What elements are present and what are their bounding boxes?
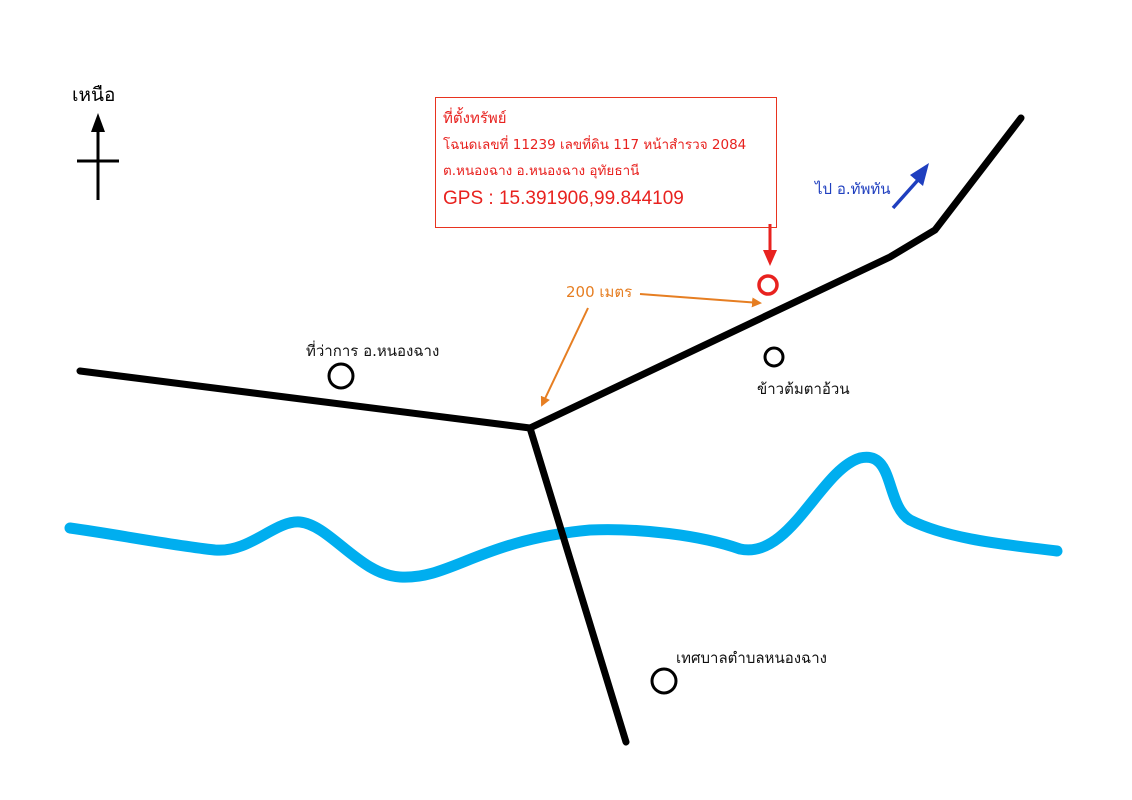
district-office-marker-icon bbox=[327, 362, 355, 390]
direction-arrow-icon bbox=[891, 163, 929, 210]
road-west bbox=[76, 367, 534, 432]
road-south bbox=[526, 424, 630, 746]
info-gps: GPS : 15.391906,99.844109 bbox=[443, 188, 684, 209]
restaurant-label: ข้าวต้มตาอ้วน bbox=[757, 380, 850, 398]
river bbox=[64, 451, 1063, 583]
road-northeast bbox=[526, 114, 1025, 432]
direction-label: ไป อ.ทัพทัน bbox=[815, 180, 891, 198]
info-title: ที่ตั้งทรัพย์ bbox=[443, 109, 507, 127]
property-info-box: ที่ตั้งทรัพย์ โฉนดเลขที่ 11239 เลขที่ดิน… bbox=[435, 97, 777, 228]
distance-arrow-to-junction bbox=[540, 307, 589, 407]
municipality-label: เทศบาลตำบลหนองฉาง bbox=[676, 649, 827, 667]
info-deed: โฉนดเลขที่ 11239 เลขที่ดิน 117 หน้าสำรวจ… bbox=[443, 137, 747, 153]
road-network bbox=[76, 114, 1025, 746]
info-location: ต.หนองฉาง อ.หนองฉาง อุทัยธานี bbox=[443, 163, 640, 179]
distance-label: 200 เมตร bbox=[566, 283, 633, 301]
property-marker-icon bbox=[757, 274, 779, 296]
distance-arrow-to-property bbox=[639, 293, 762, 308]
restaurant-marker-icon bbox=[763, 346, 785, 368]
north-label: เหนือ bbox=[72, 84, 116, 106]
north-arrow-icon bbox=[77, 113, 119, 200]
property-pointer-arrow-icon bbox=[763, 224, 777, 266]
municipality-marker-icon bbox=[650, 667, 678, 695]
district-office-label: ที่ว่าการ อ.หนองฉาง bbox=[306, 342, 440, 360]
